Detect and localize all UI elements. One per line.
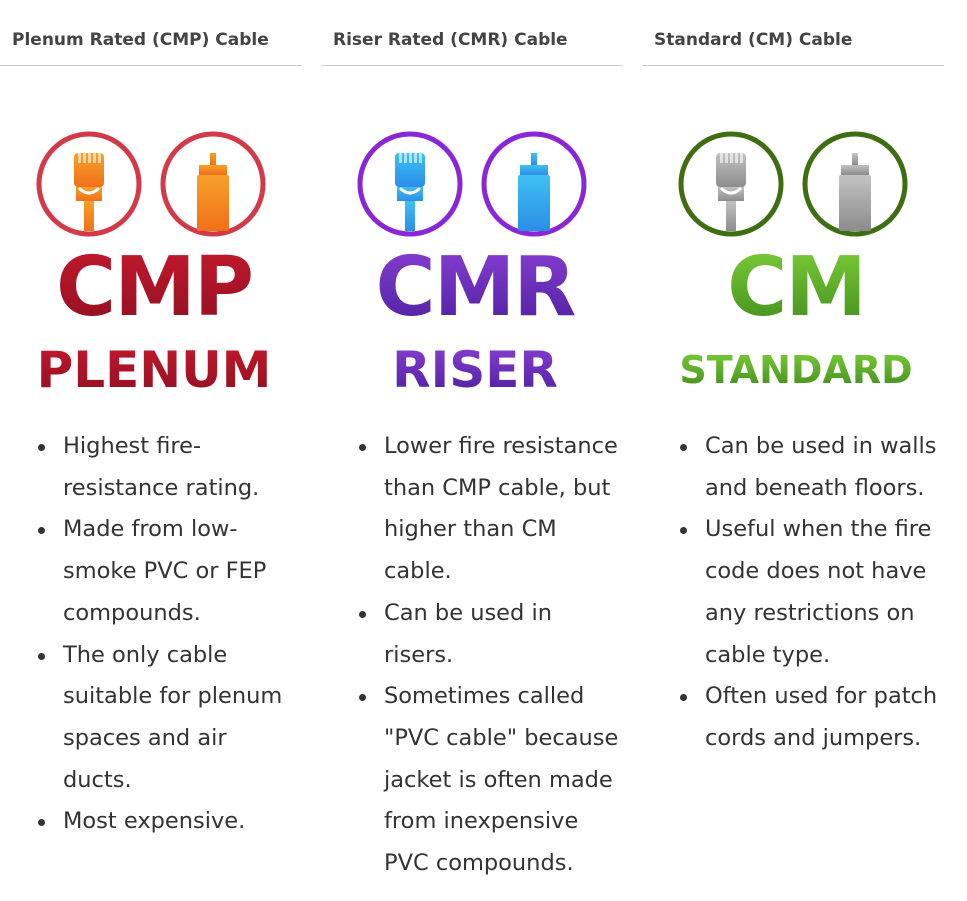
icon-ring	[678, 131, 784, 237]
feature-list: Lower fire resistance than CMP cable, bu…	[359, 426, 621, 885]
column-cmr: Riser Rated (CMR) Cable	[321, 0, 623, 901]
coax-connector-icon	[160, 131, 266, 237]
list-item: Sometimes called "PVC cable" because jac…	[359, 676, 621, 885]
column-header: Standard (CM) Cable	[642, 0, 944, 66]
column-header: Plenum Rated (CMP) Cable	[0, 0, 302, 66]
logo-label: RISER	[392, 341, 558, 395]
column-header: Riser Rated (CMR) Cable	[321, 0, 623, 66]
icon-ring	[357, 131, 463, 237]
coax-connector-icon	[802, 131, 908, 237]
list-item: Useful when the fire code does not have …	[680, 509, 942, 676]
logo-code: CMR	[376, 240, 576, 335]
feature-list: Can be used in walls and beneath floors.…	[680, 426, 942, 760]
cm-logo-graphic: CM STANDARD	[678, 131, 913, 392]
cmp-logo: CMP PLENUM	[0, 125, 302, 395]
list-item: Can be used in walls and beneath floors.	[680, 426, 942, 509]
column-title: Standard (CM) Cable	[654, 30, 853, 50]
rj45-connector-icon	[678, 131, 784, 237]
list-item: Often used for patch cords and jumpers.	[680, 676, 942, 759]
icon-ring	[481, 131, 587, 237]
cmr-logo-graphic: CMR RISER	[357, 131, 587, 395]
column-cm: Standard (CM) Cable	[642, 0, 944, 901]
icon-ring	[36, 131, 142, 237]
rj45-connector-icon	[357, 131, 463, 237]
list-item: Can be used in risers.	[359, 593, 621, 676]
column-title: Plenum Rated (CMP) Cable	[12, 30, 269, 50]
coax-connector-icon	[481, 131, 587, 237]
list-item: Lower fire resistance than CMP cable, bu…	[359, 426, 621, 593]
list-item: Most expensive.	[38, 801, 300, 843]
icon-ring	[160, 131, 266, 237]
cmp-logo-graphic: CMP PLENUM	[36, 131, 272, 395]
logo-code: CM	[727, 240, 865, 335]
logo-code: CMP	[56, 240, 252, 335]
icon-ring	[802, 131, 908, 237]
cm-logo: CM STANDARD	[642, 125, 944, 395]
list-item: Made from low-smoke PVC or FEP compounds…	[38, 509, 300, 634]
cmr-logo: CMR RISER	[321, 125, 623, 395]
logo-label: STANDARD	[679, 348, 912, 392]
column-cmp: Plenum Rated (CMP) Cable	[0, 0, 302, 901]
feature-list: Highest fire-resistance rating. Made fro…	[38, 426, 300, 843]
rj45-connector-icon	[36, 131, 142, 237]
list-item: Highest fire-resistance rating.	[38, 426, 300, 509]
logo-label: PLENUM	[37, 341, 272, 395]
list-item: The only cable suitable for plenum space…	[38, 635, 300, 802]
column-title: Riser Rated (CMR) Cable	[333, 30, 568, 50]
